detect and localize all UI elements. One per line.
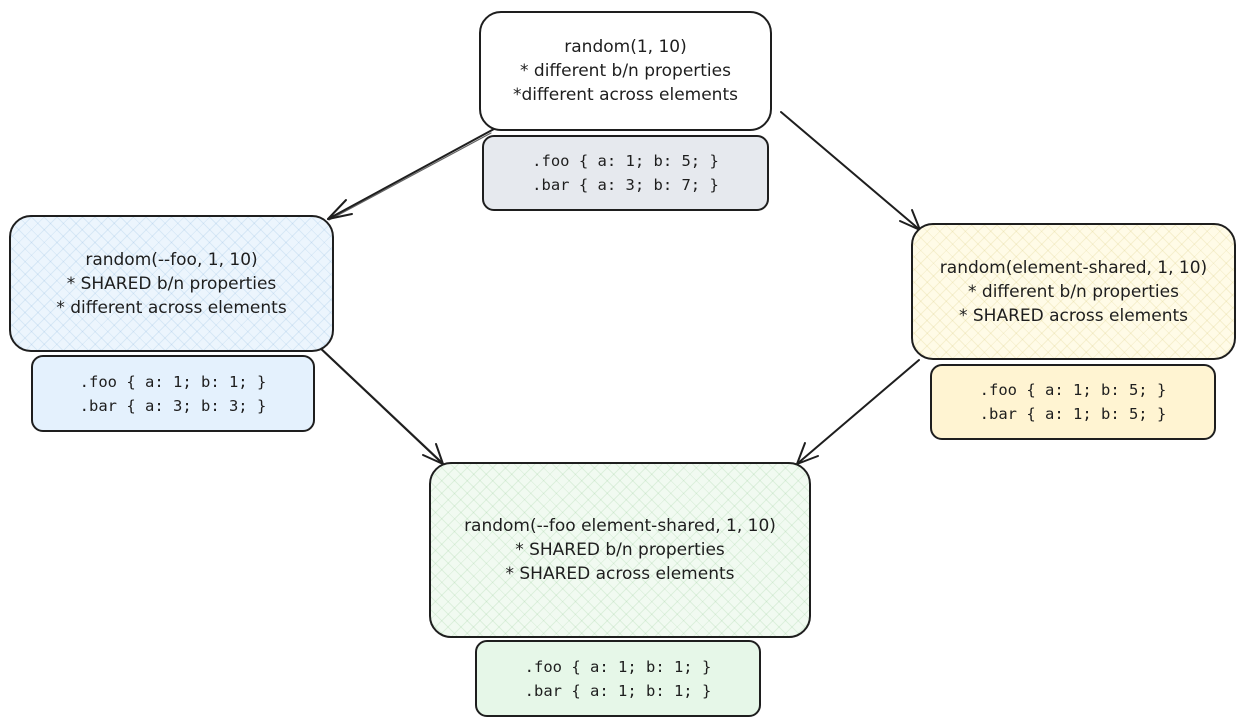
arrow-left-to-bottom bbox=[317, 345, 444, 465]
node-random-element-shared-line-3: * SHARED across elements bbox=[958, 305, 1188, 326]
node-random-basic: random(1, 10) * different b/n properties… bbox=[479, 11, 772, 131]
code-random-foo-element-shared: .foo { a: 1; b: 1; } .bar { a: 1; b: 1; … bbox=[475, 640, 761, 717]
code-random-foo: .foo { a: 1; b: 1; } .bar { a: 3; b: 3; … bbox=[31, 355, 315, 432]
code-random-element-shared-bar: .bar { a: 1; b: 5; } bbox=[979, 405, 1167, 423]
code-random-foo-bar: .bar { a: 3; b: 3; } bbox=[79, 396, 267, 415]
node-random-foo-element-shared-line-3: * SHARED across elements bbox=[505, 564, 735, 584]
arrow-right-to-bottom bbox=[796, 359, 920, 465]
arrow-top-to-right bbox=[780, 111, 921, 231]
node-random-basic-line-2: * different b/n properties bbox=[520, 61, 731, 81]
code-random-element-shared-foo: .foo { a: 1; b: 5; } bbox=[979, 381, 1167, 399]
code-random-basic: .foo { a: 1; b: 5; } .bar { a: 3; b: 7; … bbox=[482, 135, 769, 211]
node-random-foo-element-shared-line-1: random(--foo element-shared, 1, 10) bbox=[464, 516, 776, 536]
code-random-element-shared: .foo { a: 1; b: 5; } .bar { a: 1; b: 5; … bbox=[930, 364, 1216, 440]
node-random-element-shared-line-1: random(element-shared, 1, 10) bbox=[939, 257, 1208, 278]
node-random-foo: random(--foo, 1, 10) * SHARED b/n proper… bbox=[9, 215, 334, 352]
node-random-foo-element-shared: random(--foo element-shared, 1, 10) * SH… bbox=[429, 462, 811, 638]
node-random-element-shared: random(element-shared, 1, 10) * differen… bbox=[911, 223, 1236, 360]
code-random-basic-foo: .foo { a: 1; b: 5; } bbox=[532, 152, 719, 170]
node-random-foo-line-3: * different across elements bbox=[56, 297, 287, 318]
node-random-basic-line-3: *different across elements bbox=[513, 85, 738, 105]
node-random-basic-line-1: random(1, 10) bbox=[564, 37, 687, 57]
node-random-foo-element-shared-line-2: * SHARED b/n properties bbox=[515, 540, 725, 560]
arrow-top-to-left bbox=[327, 128, 495, 221]
node-random-foo-line-2: * SHARED b/n properties bbox=[66, 273, 277, 294]
code-random-basic-bar: .bar { a: 3; b: 7; } bbox=[532, 176, 719, 194]
node-random-foo-line-1: random(--foo, 1, 10) bbox=[85, 249, 258, 270]
code-random-foo-element-shared-bar: .bar { a: 1; b: 1; } bbox=[524, 681, 712, 700]
code-random-foo-foo: .foo { a: 1; b: 1; } bbox=[79, 372, 267, 391]
node-random-element-shared-line-2: * different b/n properties bbox=[968, 281, 1179, 302]
code-random-foo-element-shared-foo: .foo { a: 1; b: 1; } bbox=[524, 657, 712, 676]
